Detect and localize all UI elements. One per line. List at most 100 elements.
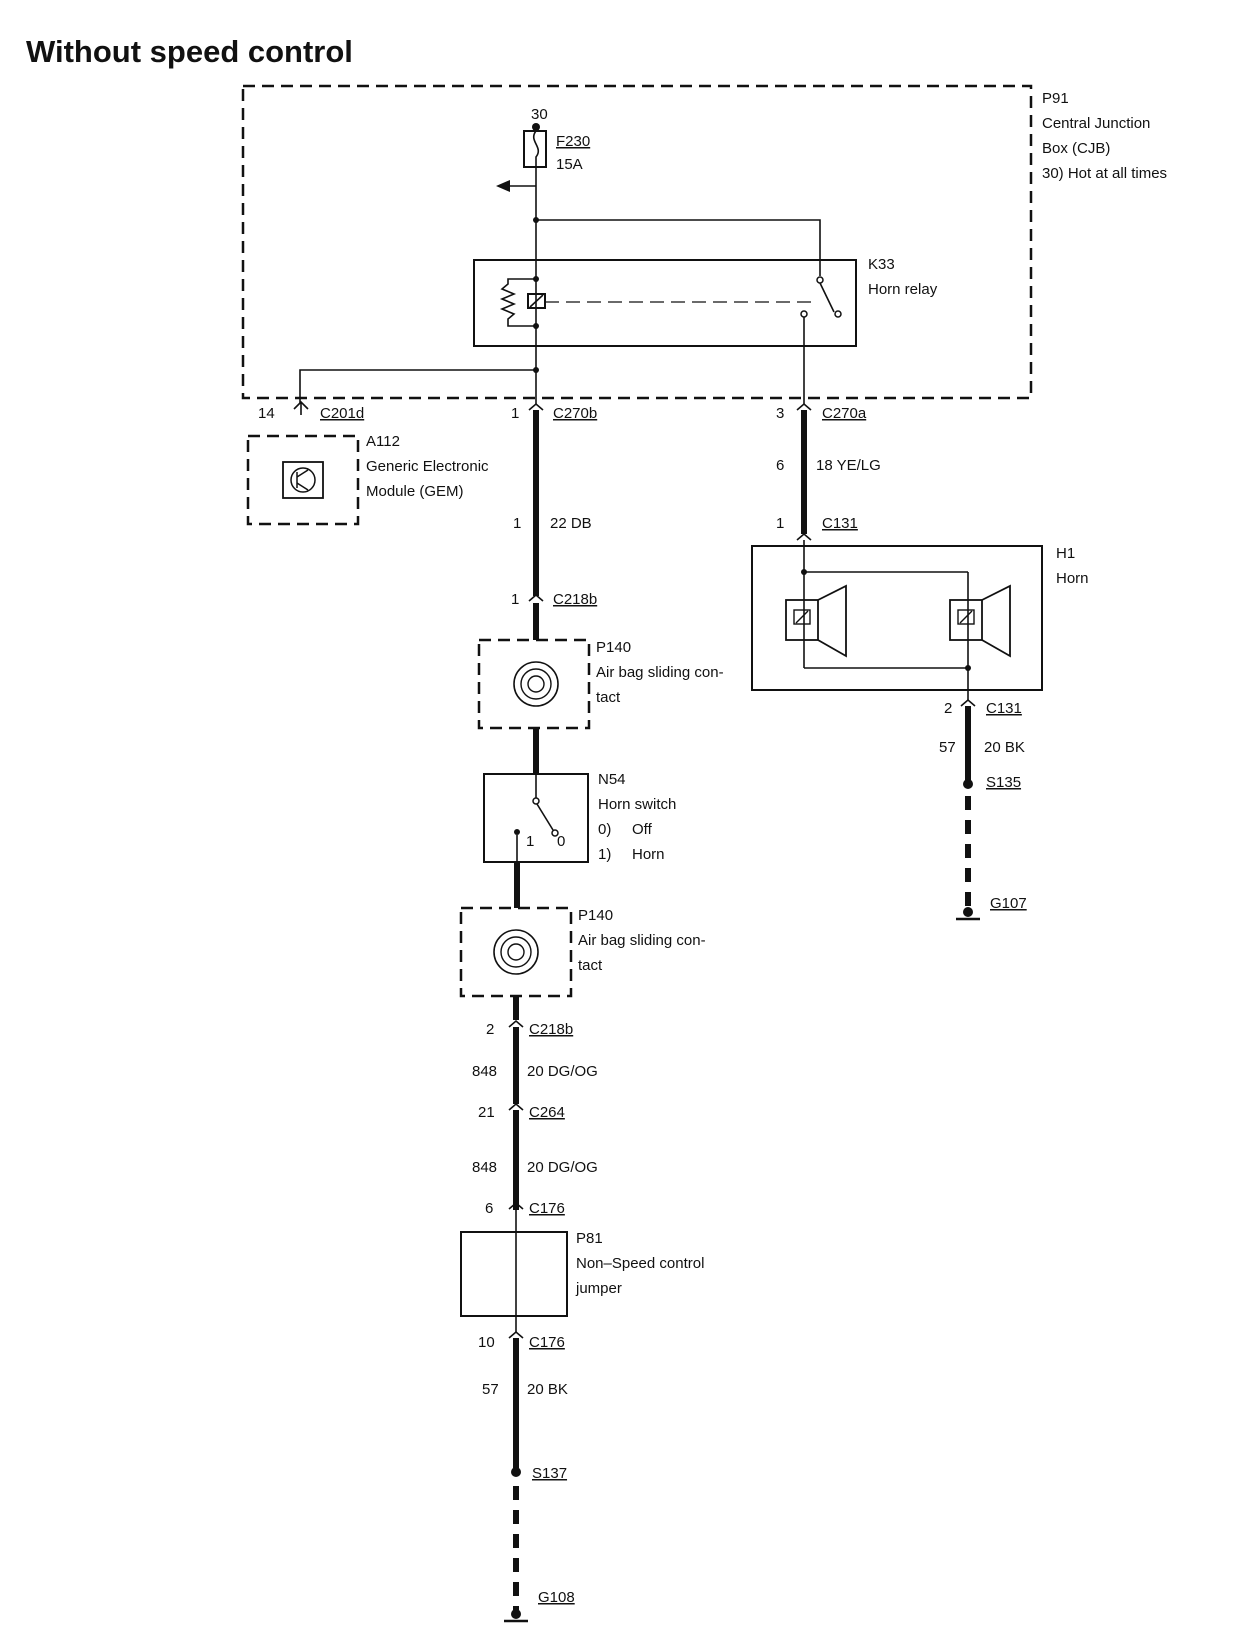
svg-text:Horn relay: Horn relay [868,281,938,298]
terminal-30-label: 30 [531,106,548,123]
s135-splice-node [963,779,973,789]
wire-22-db-spec: 22 DB [550,515,592,532]
terminal-30-node [532,123,540,131]
wire-22-db-circuit: 1 [513,515,521,532]
c131-top-connector-icon [796,532,812,541]
svg-text:Horn: Horn [632,846,665,863]
a112-gem-box [246,434,360,526]
p81-label: P81 Non–Speed control jumper [575,1230,704,1297]
c270b-pin: 1 [511,405,519,422]
fuse-f230-id: F230 [556,133,590,150]
n54-pos0: 0 [557,833,565,850]
relay-switch-icon [800,276,842,318]
svg-text:Box (CJB): Box (CJB) [1042,140,1110,157]
ground-icon [504,1609,528,1623]
svg-text:P91: P91 [1042,90,1069,107]
c218b-bottom-pin: 2 [486,1021,494,1038]
wire-18-ye-lg-circuit: 6 [776,457,784,474]
svg-text:K33: K33 [868,256,895,273]
wire-848-a-circuit: 848 [472,1063,497,1080]
svg-text:jumper: jumper [575,1280,622,1297]
svg-text:Air bag sliding con-: Air bag sliding con- [596,664,724,681]
svg-text:A112: A112 [366,433,400,450]
wire-848-b-circuit: 848 [472,1159,497,1176]
h1-horn-box [751,545,1043,691]
horn-wiring [801,540,971,700]
c218b-top-name: C218b [553,591,597,608]
c201d-pin: 14 [258,405,275,422]
c270a-name: C270a [822,405,867,422]
p91-cjb-boundary [241,84,1033,400]
c264-pin: 21 [478,1104,495,1121]
c218b-top-pin: 1 [511,591,519,608]
svg-text:1): 1) [598,846,611,863]
left-arrow-icon [496,180,510,192]
c131-bottom-pin: 2 [944,700,952,717]
svg-text:30) Hot at all times: 30) Hot at all times [1042,165,1167,182]
svg-text:0): 0) [598,821,611,838]
relay-coil-icon [499,276,546,329]
wire-57-horn-circuit: 57 [939,739,956,756]
c270a-pin: 3 [776,405,784,422]
n54-label: N54 Horn switch 0) Off 1) Horn [598,771,676,863]
gem-feed-wire [299,369,536,404]
svg-text:Off: Off [632,821,653,838]
p81-jumper-box [460,1231,568,1317]
transistor-icon [282,461,324,499]
fuse-f230 [523,130,547,168]
wire-57-bottom-spec: 20 BK [527,1381,568,1398]
a112-label: A112 Generic Electronic Module (GEM) [366,433,489,500]
c176-bottom-pin: 10 [478,1334,495,1351]
wire-57-bottom-circuit: 57 [482,1381,499,1398]
g108-label: G108 [538,1589,575,1606]
c176-top-connector-icon [508,1201,524,1210]
p140-bottom-label: P140 Air bag sliding con- tact [578,907,706,974]
svg-text:tact: tact [596,689,621,706]
svg-text:Horn switch: Horn switch [598,796,676,813]
wire-848-a-spec: 20 DG/OG [527,1063,598,1080]
svg-text:N54: N54 [598,771,626,788]
svg-text:H1: H1 [1056,545,1075,562]
svg-text:Horn: Horn [1056,570,1089,587]
svg-text:Generic Electronic: Generic Electronic [366,458,489,475]
c201d-connector-icon [293,400,309,415]
sliding-contact-icon [513,661,559,707]
k33-label: K33 Horn relay [868,256,938,298]
c131-top-name: C131 [822,515,858,532]
svg-text:Module (GEM): Module (GEM) [366,483,464,500]
diagram-title: Without speed control [26,34,353,69]
c264-connector-icon [508,1102,524,1111]
svg-text:P140: P140 [578,907,613,924]
k33-relay-box [473,259,857,347]
c270b-connector-icon [528,402,544,411]
wire-57-horn-spec: 20 BK [984,739,1025,756]
svg-text:Non–Speed control: Non–Speed control [576,1255,704,1272]
fuse-f230-rating: 15A [556,156,583,173]
c218b-bottom-name: C218b [529,1021,573,1038]
svg-text:tact: tact [578,957,603,974]
ground-icon [956,907,980,921]
svg-text:Central Junction: Central Junction [1042,115,1150,132]
relay-switch-feed [536,219,821,276]
g107-label: G107 [990,895,1027,912]
c270b-name: C270b [553,405,597,422]
p91-label: P91 Central Junction Box (CJB) 30) Hot a… [1042,90,1167,182]
c218b-bottom-connector-icon [508,1019,524,1028]
c176-bottom-name: C176 [529,1334,565,1351]
p140-top-box [477,638,591,730]
s137-splice-node [511,1467,521,1477]
horn-switch-icon [514,774,559,862]
c264-name: C264 [529,1104,565,1121]
c176-bottom-connector-icon [508,1330,524,1339]
c270a-connector-icon [796,402,812,411]
svg-text:P81: P81 [576,1230,603,1247]
n54-pos1: 1 [526,833,534,850]
c131-bottom-connector-icon [960,698,976,707]
svg-text:P140: P140 [596,639,631,656]
svg-text:Air bag sliding con-: Air bag sliding con- [578,932,706,949]
sliding-contact-icon [493,929,539,975]
s137-label: S137 [532,1465,567,1482]
c131-top-pin: 1 [776,515,784,532]
p140-bottom-box [459,906,573,998]
